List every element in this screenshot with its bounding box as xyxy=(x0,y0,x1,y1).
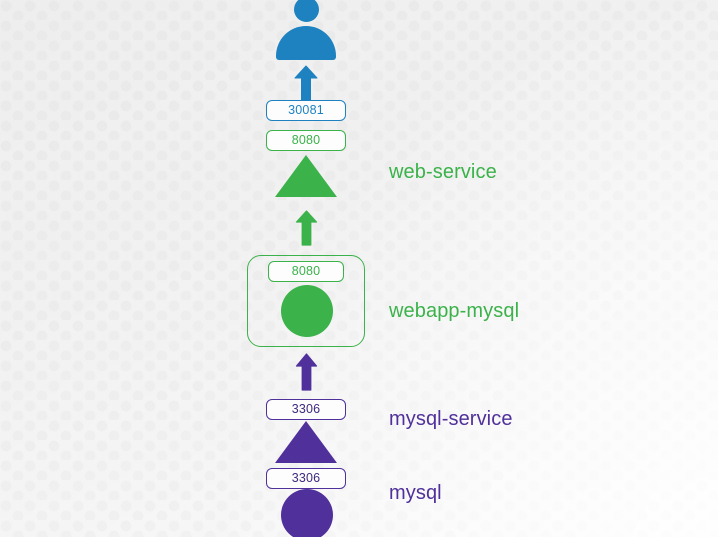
mysql-service-triangle[interactable] xyxy=(274,420,338,464)
user-icon xyxy=(276,0,336,62)
pod-box-webapp-mysql[interactable] xyxy=(247,255,365,347)
user-head-shape xyxy=(294,0,319,22)
port-chip-8080-service[interactable]: 8080 xyxy=(266,130,346,151)
port-chip-3306-pod[interactable]: 3306 xyxy=(266,468,346,489)
node-label-mysql-service: mysql-service xyxy=(389,408,513,430)
mysql-circle[interactable] xyxy=(281,489,333,537)
web-service-triangle[interactable] xyxy=(274,154,338,198)
user-body-shape xyxy=(276,26,336,60)
arrow-webapp-to-webservice xyxy=(295,210,318,246)
node-label-webapp-mysql: webapp-mysql xyxy=(389,300,520,322)
arrow-webservice-to-user xyxy=(294,65,318,102)
node-label-web-service: web-service xyxy=(389,161,497,183)
port-chip-8080-pod[interactable]: 8080 xyxy=(268,261,344,282)
port-chip-3306-service[interactable]: 3306 xyxy=(266,399,346,420)
node-label-mysql: mysql xyxy=(389,482,442,504)
port-chip-30081[interactable]: 30081 xyxy=(266,100,346,121)
arrow-mysqlservice-to-webapp xyxy=(295,353,318,391)
webapp-mysql-circle[interactable] xyxy=(281,285,333,337)
